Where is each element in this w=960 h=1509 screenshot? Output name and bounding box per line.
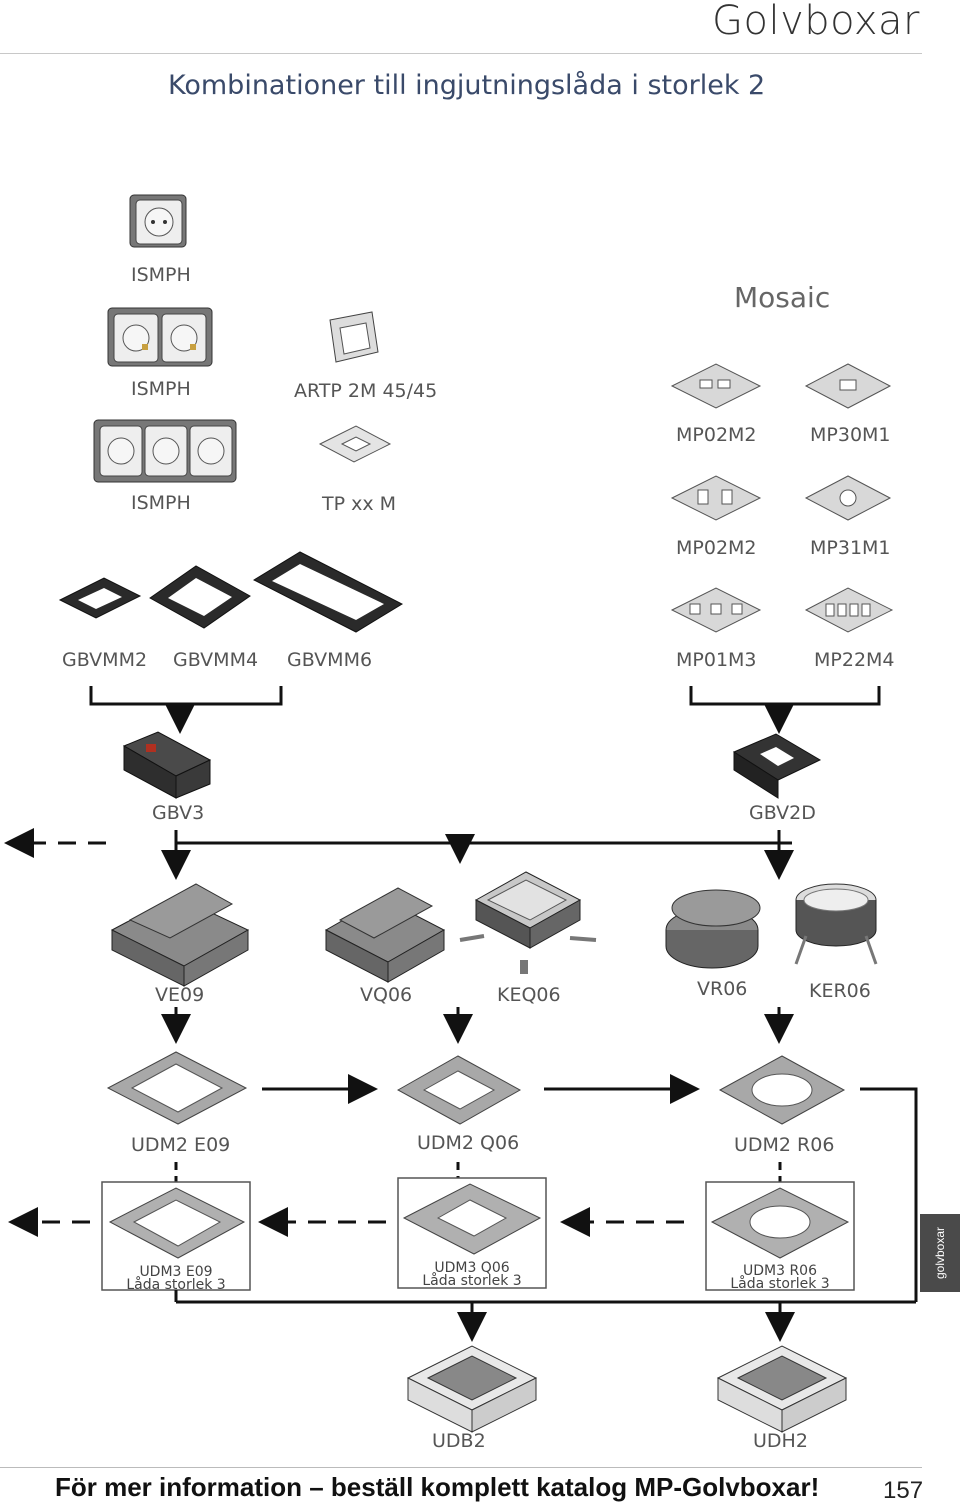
label-gbv2d: GBV2D — [749, 802, 816, 824]
label-vq06: VQ06 — [360, 984, 413, 1006]
tp-plate-image — [318, 425, 392, 463]
vr06-box-image — [665, 889, 761, 969]
page-title: Golvboxar — [711, 0, 920, 44]
label-gbv3: GBV3 — [152, 802, 205, 824]
vq06-box-image — [324, 887, 446, 983]
mp30m1-plate-image — [804, 363, 892, 409]
footer-catalog-text: För mer information – beställ komplett k… — [55, 1472, 820, 1502]
gbv2d-unit-image — [732, 733, 822, 799]
label-tp: TP xx M — [322, 493, 397, 515]
keq06-box-image — [459, 871, 597, 974]
label-gbvmm6: GBVMM6 — [287, 649, 373, 671]
label-mp22m4: MP22M4 — [814, 649, 895, 671]
ismph-triple-socket-image — [93, 419, 237, 483]
label-mp02m2-b: MP02M2 — [676, 537, 757, 559]
mp22m4-plate-image — [804, 587, 894, 633]
udm3-e09-plate-image — [108, 1187, 246, 1259]
label-mp30m1: MP30M1 — [810, 424, 891, 446]
label-udb2: UDB2 — [432, 1430, 486, 1452]
label-mp02m2-a: MP02M2 — [676, 424, 757, 446]
footer-divider — [0, 1467, 922, 1468]
label-udm2-e09: UDM2 E09 — [131, 1134, 231, 1156]
side-tab-label: golvboxar — [933, 1226, 947, 1280]
label-vr06: VR06 — [697, 978, 748, 1000]
section-side-tab: golvboxar — [920, 1214, 960, 1292]
mp02m2-plate-image-a — [670, 363, 762, 409]
label-mp01m3: MP01M3 — [676, 649, 757, 671]
label-udm2-r06: UDM2 R06 — [734, 1134, 835, 1156]
udm3-r06-plate-image — [710, 1187, 850, 1259]
udm2-e09-plate-image — [106, 1051, 248, 1125]
label-artp: ARTP 2M 45/45 — [294, 380, 438, 402]
label-mp31m1: MP31M1 — [810, 537, 891, 559]
label-ismph-1: ISMPH — [131, 264, 191, 286]
mosaic-heading: Mosaic — [734, 281, 831, 314]
label-ismph-2: ISMPH — [131, 378, 191, 400]
ve09-box-image — [110, 883, 250, 987]
udb2-box-image — [406, 1345, 538, 1433]
page-number: 157 — [883, 1477, 924, 1504]
label-udh2: UDH2 — [753, 1430, 808, 1452]
mp31m1-plate-image — [804, 475, 892, 521]
mp01m3-plate-image — [670, 587, 762, 633]
ker06-box-image — [794, 883, 878, 965]
udm3-r06-frame — [705, 1181, 855, 1291]
gbv3-unit-image — [122, 731, 212, 799]
ismph-double-socket-image — [107, 307, 213, 367]
label-gbvmm4: GBVMM4 — [173, 649, 259, 671]
ismph-single-socket-image — [129, 194, 187, 248]
label-keq06: KEQ06 — [497, 984, 561, 1006]
udm2-r06-plate-image — [718, 1055, 846, 1125]
label-gbvmm2: GBVMM2 — [62, 649, 148, 671]
label-ker06: KER06 — [809, 980, 871, 1002]
label-ve09: VE09 — [155, 984, 205, 1006]
label-ismph-3: ISMPH — [131, 492, 191, 514]
gbvmm4-frame-image — [149, 565, 251, 629]
udh2-box-image — [716, 1345, 848, 1433]
udm2-q06-plate-image — [396, 1055, 522, 1125]
gbvmm2-frame-image — [58, 577, 142, 619]
page-subtitle: Kombinationer till ingjutningslåda i sto… — [168, 70, 766, 101]
udm3-q06-plate-image — [402, 1183, 542, 1255]
header-divider — [0, 53, 922, 54]
udm3-q06-frame — [397, 1177, 547, 1289]
artp-frame-image — [329, 311, 379, 363]
mp02m2-plate-image-b — [670, 475, 762, 521]
gbvmm6-frame-image — [252, 551, 404, 633]
label-udm2-q06: UDM2 Q06 — [417, 1132, 520, 1154]
